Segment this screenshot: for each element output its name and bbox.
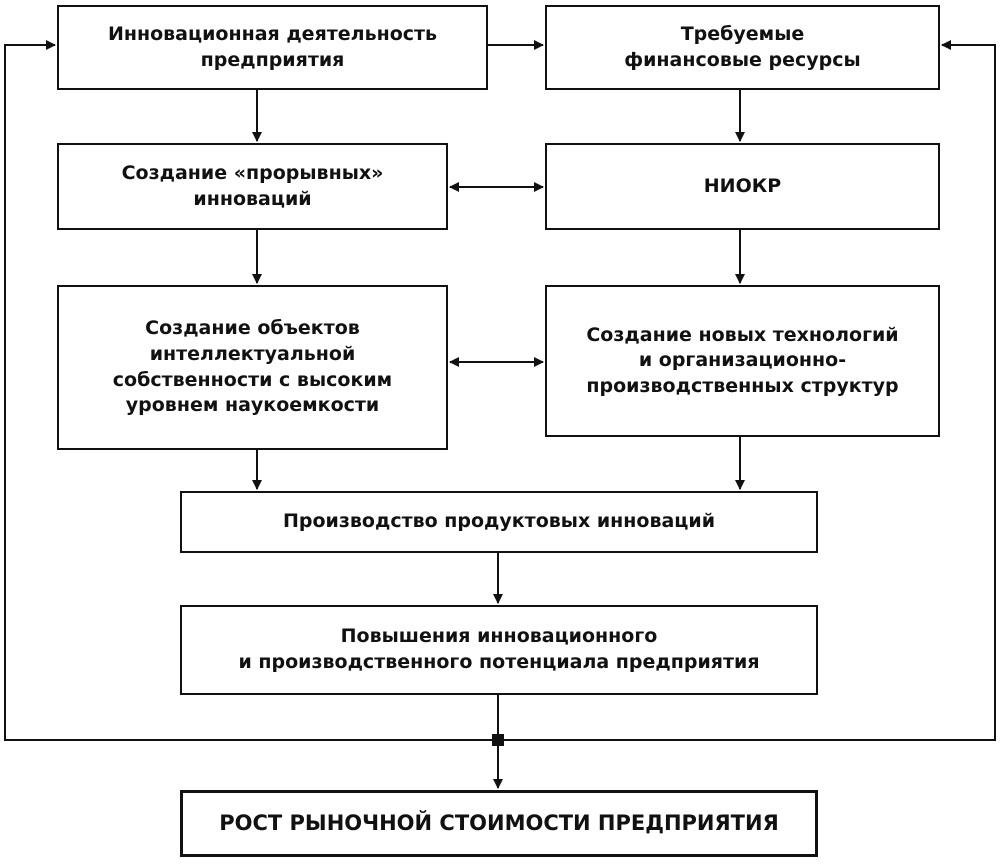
feedback-right <box>498 40 996 741</box>
box-ip-objects: Создание объектов интеллектуальной собст… <box>57 285 448 450</box>
box-breakthrough-innovations: Создание «прорывных» инноваций <box>57 143 448 230</box>
box-potential: Повышения инновационного и производствен… <box>180 605 818 695</box>
box-market-value: РОСТ РЫНОЧНОЙ СТОИМОСТИ ПРЕДПРИЯТИЯ <box>180 790 818 857</box>
box-new-technologies: Создание новых технологий и организацион… <box>545 285 940 437</box>
box-rnd: НИОКР <box>545 143 940 230</box>
box-production: Производство продуктовых инноваций <box>180 491 818 553</box>
junction-node <box>492 734 504 746</box>
box-innovation-activity: Инновационная деятельность предприятия <box>57 5 488 90</box>
box-financial-resources: Требуемые финансовые ресурсы <box>545 5 940 90</box>
feedback-left <box>4 40 498 741</box>
